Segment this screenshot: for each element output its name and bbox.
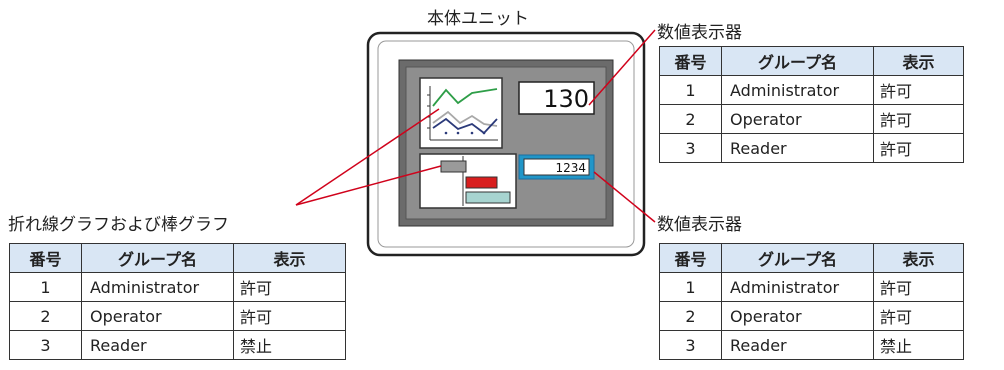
cell-group-name: Operator [81, 301, 234, 331]
table-row: 2 Operator 許可 [659, 104, 964, 134]
numeric-display-small-value: 1234 [555, 161, 586, 175]
cell-group-name: Reader [721, 133, 874, 163]
chart-markers [444, 131, 486, 135]
cell-number: 3 [659, 330, 722, 360]
cell-number: 3 [9, 330, 82, 360]
cell-display: 禁止 [873, 330, 964, 360]
header-display: 表示 [233, 243, 346, 273]
callout-label-left: 折れ線グラフおよび棒グラフ [8, 215, 229, 235]
table-row: 1 Administrator 許可 [659, 75, 964, 105]
permission-table-bottom-right: 番号 グループ名 表示 1 Administrator 許可 2 Operato… [659, 243, 964, 360]
header-display: 表示 [873, 46, 964, 76]
header-number: 番号 [659, 46, 722, 76]
permission-table-top-right: 番号 グループ名 表示 1 Administrator 許可 2 Operato… [659, 46, 964, 163]
cell-number: 1 [659, 272, 722, 302]
table-header-row: 番号 グループ名 表示 [9, 243, 346, 273]
callout-line-top-right [588, 29, 656, 106]
cell-group-name: Administrator [81, 272, 234, 302]
numeric-display-large [518, 81, 595, 115]
cell-group-name: Reader [81, 330, 234, 360]
header-group-name: グループ名 [81, 243, 234, 273]
table-row: 2 Operator 許可 [659, 301, 964, 331]
header-group-name: グループ名 [721, 243, 874, 273]
cell-number: 1 [9, 272, 82, 302]
unit-label: 本体ユニット [427, 9, 529, 29]
header-group-name: グループ名 [721, 46, 874, 76]
cell-number: 1 [659, 75, 722, 105]
bar-teal [465, 191, 511, 204]
table-header-row: 番号 グループ名 表示 [659, 46, 964, 76]
chart-line-navy [432, 117, 498, 135]
cell-number: 2 [659, 301, 722, 331]
cell-display: 許可 [873, 104, 964, 134]
cell-group-name: Administrator [721, 272, 874, 302]
header-number: 番号 [9, 243, 82, 273]
cell-display: 許可 [873, 272, 964, 302]
chart-line-gray [432, 110, 498, 127]
cell-number: 3 [659, 133, 722, 163]
table-row: 3 Reader 許可 [659, 133, 964, 163]
callout-line-bar-chart [295, 165, 442, 206]
table-row: 3 Reader 禁止 [9, 330, 346, 360]
bar-gray [440, 160, 467, 173]
cell-display: 許可 [233, 301, 346, 331]
permission-table-left: 番号 グループ名 表示 1 Administrator 許可 2 Operato… [9, 243, 346, 360]
cell-group-name: Operator [721, 301, 874, 331]
table-row: 1 Administrator 許可 [9, 272, 346, 302]
cell-display: 許可 [873, 75, 964, 105]
cell-group-name: Operator [721, 104, 874, 134]
cell-display: 許可 [233, 272, 346, 302]
header-number: 番号 [659, 243, 722, 273]
cell-group-name: Reader [721, 330, 874, 360]
table-row: 2 Operator 許可 [9, 301, 346, 331]
callout-line-line-chart [295, 108, 440, 206]
bar-red [465, 176, 498, 189]
cell-display: 禁止 [233, 330, 346, 360]
numeric-display-large-value: 130 [543, 85, 589, 113]
cell-display: 許可 [873, 133, 964, 163]
table-row: 1 Administrator 許可 [659, 272, 964, 302]
numeric-display-small [523, 158, 590, 176]
chart-line-green [432, 88, 498, 107]
cell-display: 許可 [873, 301, 964, 331]
header-display: 表示 [873, 243, 964, 273]
cell-number: 2 [9, 301, 82, 331]
callout-label-bottom-right: 数値表示器 [657, 215, 742, 235]
table-row: 3 Reader 禁止 [659, 330, 964, 360]
callout-line-bottom-right [593, 171, 656, 223]
table-header-row: 番号 グループ名 表示 [659, 243, 964, 273]
cell-group-name: Administrator [721, 75, 874, 105]
cell-number: 2 [659, 104, 722, 134]
callout-label-top-right: 数値表示器 [657, 23, 742, 43]
